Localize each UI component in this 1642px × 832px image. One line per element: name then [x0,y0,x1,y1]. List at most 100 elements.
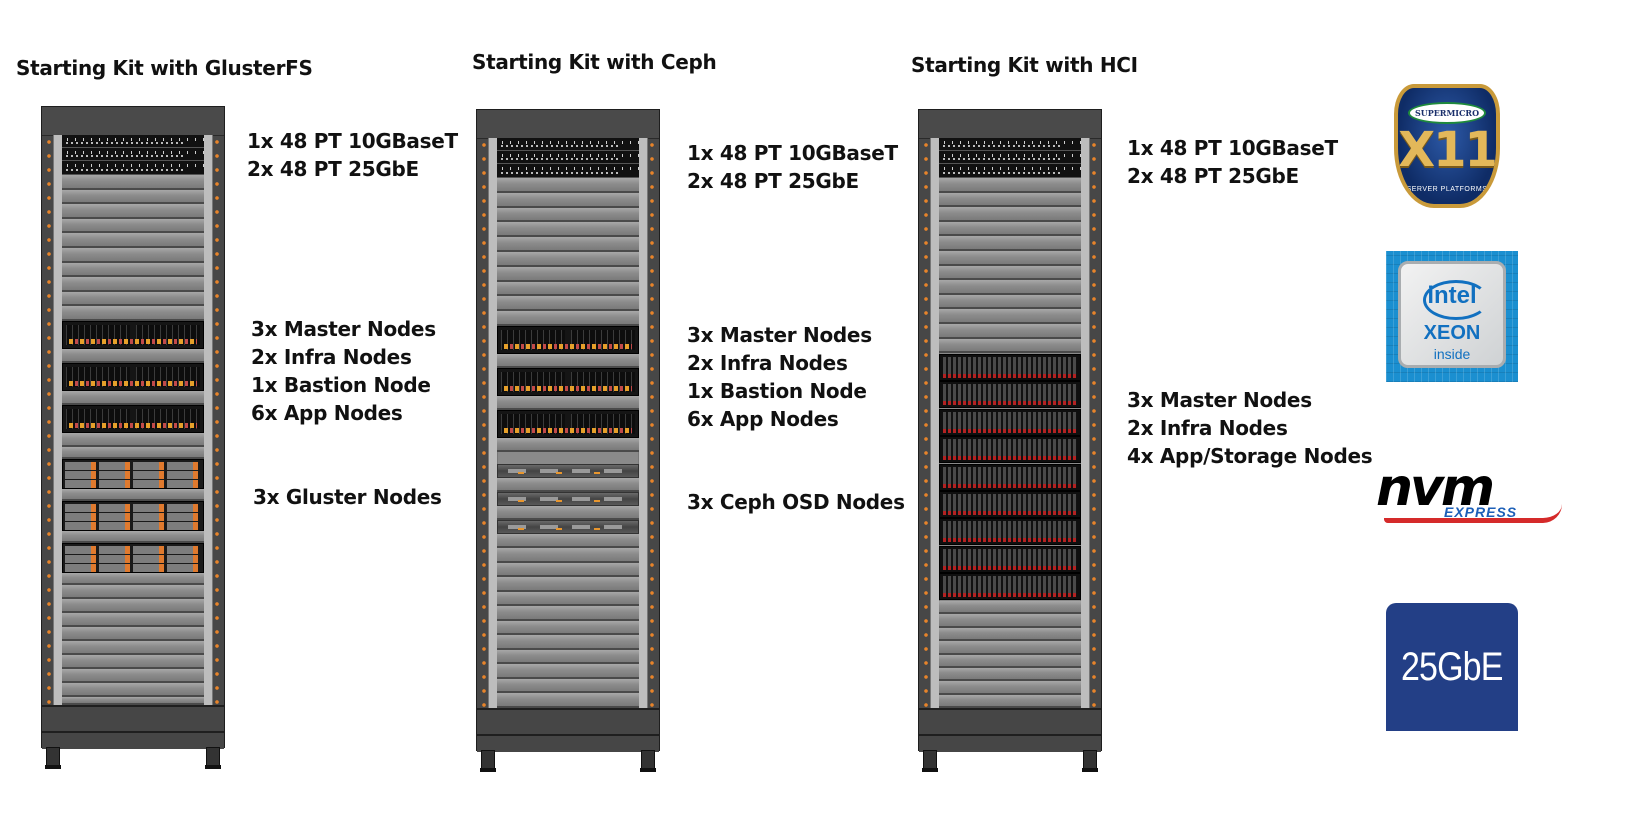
blank-panel [62,204,204,219]
node-label: 3x Master Nodes [687,323,872,347]
blank-panel [497,178,639,193]
network-switch [497,138,639,151]
node-label: 1x Bastion Node [687,379,867,403]
blank-panel [62,573,204,585]
blank-panel [497,606,639,621]
blank-panel [497,296,639,312]
swoosh-icon [1384,504,1562,523]
blank-panel [939,178,1081,193]
supermicro-brand: SUPERMICRO [1408,102,1486,124]
blank-panel [62,248,204,263]
storage-labels-ceph: 3x Ceph OSD Nodes [687,488,905,516]
node-labels-ceph: 3x Master Nodes 2x Infra Nodes 1x Bastio… [687,321,872,433]
network-switch [939,164,1081,178]
kit-title-ceph: Starting Kit with Ceph [472,50,717,74]
blank-panel [62,262,204,278]
kit-title-hci: Starting Kit with HCI [911,53,1138,77]
blank-panel [939,681,1081,695]
blank-panel [939,236,1081,251]
25gbe-text: 25GbE [1401,644,1503,689]
rack-ceph [476,109,660,772]
blank-panel [497,222,639,238]
gluster-storage-node [62,543,204,573]
blank-panel [62,489,204,501]
hci-node [939,518,1081,546]
blank-panel [497,678,639,693]
blank-panel [939,192,1081,208]
blank-panel [939,324,1081,339]
xeon-product: XEON [1423,322,1481,344]
blank-panel [939,338,1081,354]
storage-label: 3x Ceph OSD Nodes [687,490,905,514]
blank-panel [497,548,639,563]
rack-top [919,110,1101,139]
compute-node [62,321,204,349]
rack-foot [45,747,61,769]
blank-panel [497,237,639,252]
blank-panel [62,627,204,641]
blank-panel [939,641,1081,655]
blank-panel [939,207,1081,222]
blank-panel [497,396,639,410]
compute-node [497,410,639,438]
storage-label: 3x Gluster Nodes [253,485,442,509]
blank-panel [497,478,639,492]
node-labels-hci: 3x Master Nodes 2x Infra Nodes 4x App/St… [1127,386,1373,470]
blank-panel [497,438,639,452]
blank-panel [497,693,639,708]
x11-model: X11 [1398,122,1496,178]
network-switch [939,138,1081,151]
blank-panel [939,654,1081,668]
compute-node [497,326,639,354]
hci-node [939,408,1081,436]
gluster-storage-node [62,459,204,489]
blank-panel [497,207,639,223]
blank-panel [62,531,204,543]
hci-node [939,354,1081,381]
network-switch [62,148,204,161]
blank-panel [497,577,639,592]
blank-panel [939,668,1081,682]
blank-panel [62,233,204,248]
hci-node [939,573,1081,601]
rack-foot [640,750,656,772]
ceph-osd-node [497,492,639,506]
node-label: 6x App Nodes [251,401,403,425]
compute-node [62,405,204,433]
blank-panel [939,614,1081,628]
blank-panel [939,627,1081,642]
blank-panel [497,664,639,679]
hci-node [939,436,1081,464]
express-word: EXPRESS [1444,504,1518,520]
rack-hci [918,109,1102,772]
blank-panel [62,613,204,627]
blank-panel [497,252,639,267]
blank-panel [62,349,204,363]
blank-panel [939,221,1081,237]
supermicro-x11-logo: SUPERMICRO X11 SERVER PLATFORMS [1394,84,1500,208]
blank-panel [497,620,639,635]
blank-panel [939,280,1081,295]
rack-bay [924,138,1096,708]
node-label: 3x Master Nodes [1127,388,1312,412]
node-label: 2x Infra Nodes [687,351,848,375]
blank-panel [939,251,1081,266]
blank-panel [62,433,204,447]
blank-panel [939,694,1081,708]
blank-panel [62,599,204,613]
node-label: 2x Infra Nodes [1127,416,1288,440]
intel-swirl-icon [1423,280,1489,320]
gluster-storage-node [62,501,204,531]
switch-label: 1x 48 PT 10GBaseT [1127,136,1338,160]
compute-node [497,368,639,396]
blank-panel [497,534,639,548]
hci-node [939,463,1081,491]
blank-panel [62,291,204,307]
blank-panel [497,281,639,297]
blank-panel [62,175,204,190]
blank-panel [62,697,204,705]
blank-panel [497,506,639,520]
switch-labels-glusterfs: 1x 48 PT 10GBaseT 2x 48 PT 25GbE [247,127,458,183]
blank-panel [62,669,204,683]
blank-panel [62,391,204,405]
